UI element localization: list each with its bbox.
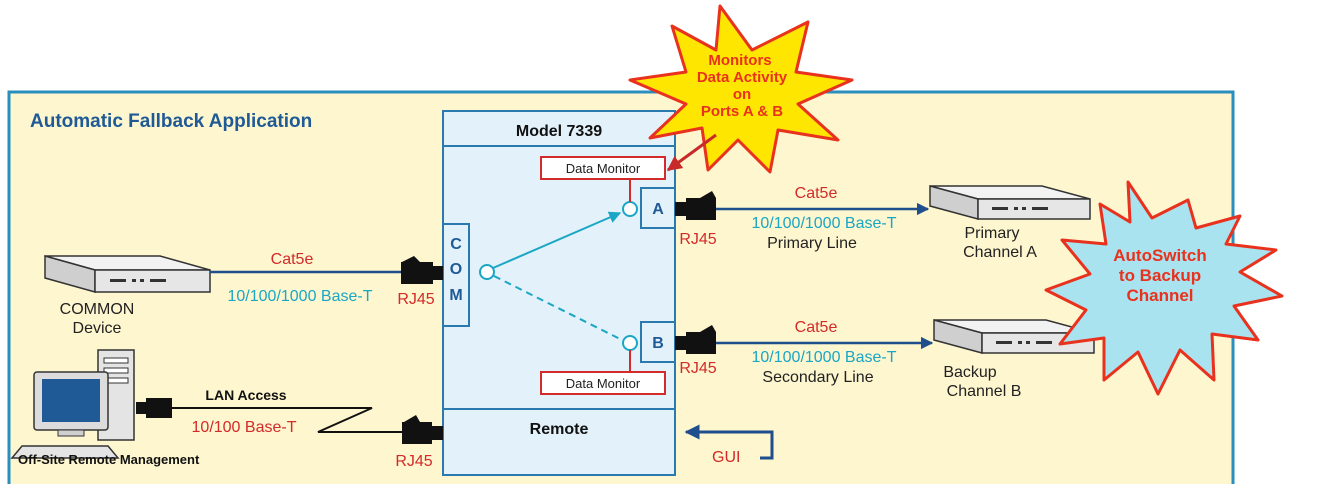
monitor-callout-line1: Monitors bbox=[708, 52, 771, 69]
backup-rj45-label: RJ45 bbox=[679, 360, 716, 377]
model-header: Model 7339 bbox=[516, 123, 602, 140]
remote-management-label: Off-Site Remote Management bbox=[18, 452, 200, 467]
backup-cable-type: Cat5e bbox=[795, 319, 838, 336]
primary-cable-type: Cat5e bbox=[795, 185, 838, 202]
autoswitch-callout-line2: to Backup bbox=[1119, 266, 1201, 285]
autoswitch-callout-burst: AutoSwitch to Backup Channel bbox=[1044, 180, 1284, 396]
autoswitch-callout-line1: AutoSwitch bbox=[1113, 246, 1207, 265]
port-b-label: B bbox=[652, 335, 664, 352]
data-monitor-a: Data Monitor bbox=[540, 156, 666, 202]
backup-device-line1: Backup bbox=[943, 364, 996, 381]
common-device-icon bbox=[44, 255, 211, 293]
common-cable-type: Cat5e bbox=[271, 251, 314, 268]
common-device-line1: COMMON bbox=[60, 301, 135, 318]
data-monitor-b: Data Monitor bbox=[540, 350, 666, 395]
panel-title: Automatic Fallback Application bbox=[30, 111, 312, 132]
com-letter-c: C bbox=[450, 236, 462, 253]
common-speed: 10/100/1000 Base-T bbox=[228, 288, 373, 305]
data-monitor-b-label: Data Monitor bbox=[566, 376, 641, 391]
backup-rj45-connector bbox=[675, 325, 716, 354]
port-a: A bbox=[622, 187, 676, 229]
monitor-callout-line4: Ports A & B bbox=[701, 103, 783, 120]
port-a-label: A bbox=[652, 201, 664, 218]
monitor-callout-line3: on bbox=[733, 86, 751, 103]
active-path-to-a bbox=[492, 211, 622, 269]
common-device-line2: Device bbox=[73, 320, 122, 337]
remote-rj45-label: RJ45 bbox=[395, 453, 432, 470]
remote-rj45-connector bbox=[402, 415, 443, 444]
primary-line-label: Primary Line bbox=[767, 235, 857, 252]
backup-line-label: Secondary Line bbox=[762, 369, 873, 386]
computer-icon bbox=[10, 349, 135, 459]
primary-device-icon bbox=[929, 185, 1091, 220]
primary-speed: 10/100/1000 Base-T bbox=[752, 215, 897, 232]
com-letter-o: O bbox=[450, 261, 462, 278]
monitor-callout-star: Monitors Data Activity on Ports A & B bbox=[628, 4, 854, 174]
com-letter-m: M bbox=[449, 287, 462, 304]
lan-speed-label: 10/100 Base-T bbox=[192, 419, 297, 436]
monitor-callout-pointer bbox=[666, 133, 717, 172]
port-b: B bbox=[622, 321, 676, 363]
primary-rj45-connector bbox=[675, 191, 716, 220]
gui-arrow bbox=[684, 424, 774, 460]
primary-rj45-label: RJ45 bbox=[679, 231, 716, 248]
lan-cable bbox=[172, 407, 420, 433]
com-switch-node bbox=[479, 264, 495, 280]
com-port: C O M bbox=[442, 223, 470, 327]
common-rj45-connector bbox=[401, 256, 443, 284]
lan-access-label: LAN Access bbox=[205, 387, 286, 403]
gui-label: GUI bbox=[712, 449, 740, 466]
data-monitor-a-label: Data Monitor bbox=[566, 161, 641, 176]
primary-device-line2: Channel A bbox=[963, 244, 1037, 261]
autoswitch-callout-line3: Channel bbox=[1126, 286, 1193, 305]
port-a-node bbox=[622, 201, 638, 217]
primary-device-line1: Primary bbox=[964, 225, 1019, 242]
backup-speed: 10/100/1000 Base-T bbox=[752, 349, 897, 366]
port-b-node bbox=[622, 335, 638, 351]
monitor-callout-line2: Data Activity bbox=[697, 69, 788, 86]
remote-section-label: Remote bbox=[530, 421, 589, 438]
backup-device-line2: Channel B bbox=[947, 383, 1022, 400]
remote-rj45-plug-left bbox=[136, 398, 172, 418]
common-rj45-label: RJ45 bbox=[397, 291, 434, 308]
